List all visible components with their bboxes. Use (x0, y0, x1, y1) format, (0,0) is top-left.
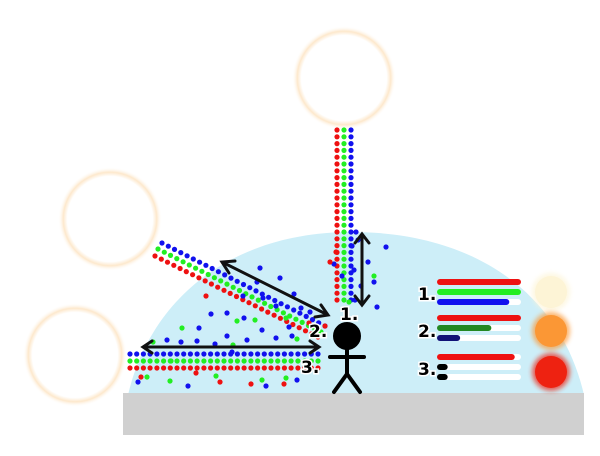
beam-3-red (127, 365, 321, 371)
sky-swatch-3 (532, 353, 570, 391)
sky-swatch-2 (532, 312, 570, 350)
beam-1-green (341, 127, 347, 303)
beam-1-red (334, 127, 340, 303)
legend-label-1: 1. (418, 285, 436, 305)
spectrum-legend: 1. 2. 3. (417, 279, 521, 382)
scattered-particles (135, 229, 389, 389)
beam-1-blue (348, 127, 354, 303)
beam-3-green (127, 358, 321, 364)
sky-swatch-1 (532, 273, 570, 311)
sun-mid (58, 167, 162, 271)
ground (123, 393, 584, 435)
path-length-arrow-1 (353, 231, 371, 308)
sun-high (292, 26, 396, 130)
legend-label-3: 3. (418, 360, 436, 380)
beam-2-green (155, 246, 324, 335)
path-label-1: 1. (340, 305, 358, 325)
sky-color-swatches (532, 273, 570, 391)
legend-label-2: 2. (418, 322, 436, 342)
scatter-green (144, 273, 377, 384)
light-beams (127, 127, 354, 371)
scatter-red (138, 249, 339, 387)
beam-3-blue (127, 351, 321, 357)
path-length-arrow-2 (219, 259, 331, 319)
beam-2-blue (159, 240, 328, 329)
path-label-3: 3. (301, 358, 319, 378)
path-length-arrow-3 (140, 339, 322, 355)
observer-stick-figure (328, 322, 366, 394)
path-label-2: 2. (309, 322, 327, 342)
sun-low (23, 303, 127, 407)
